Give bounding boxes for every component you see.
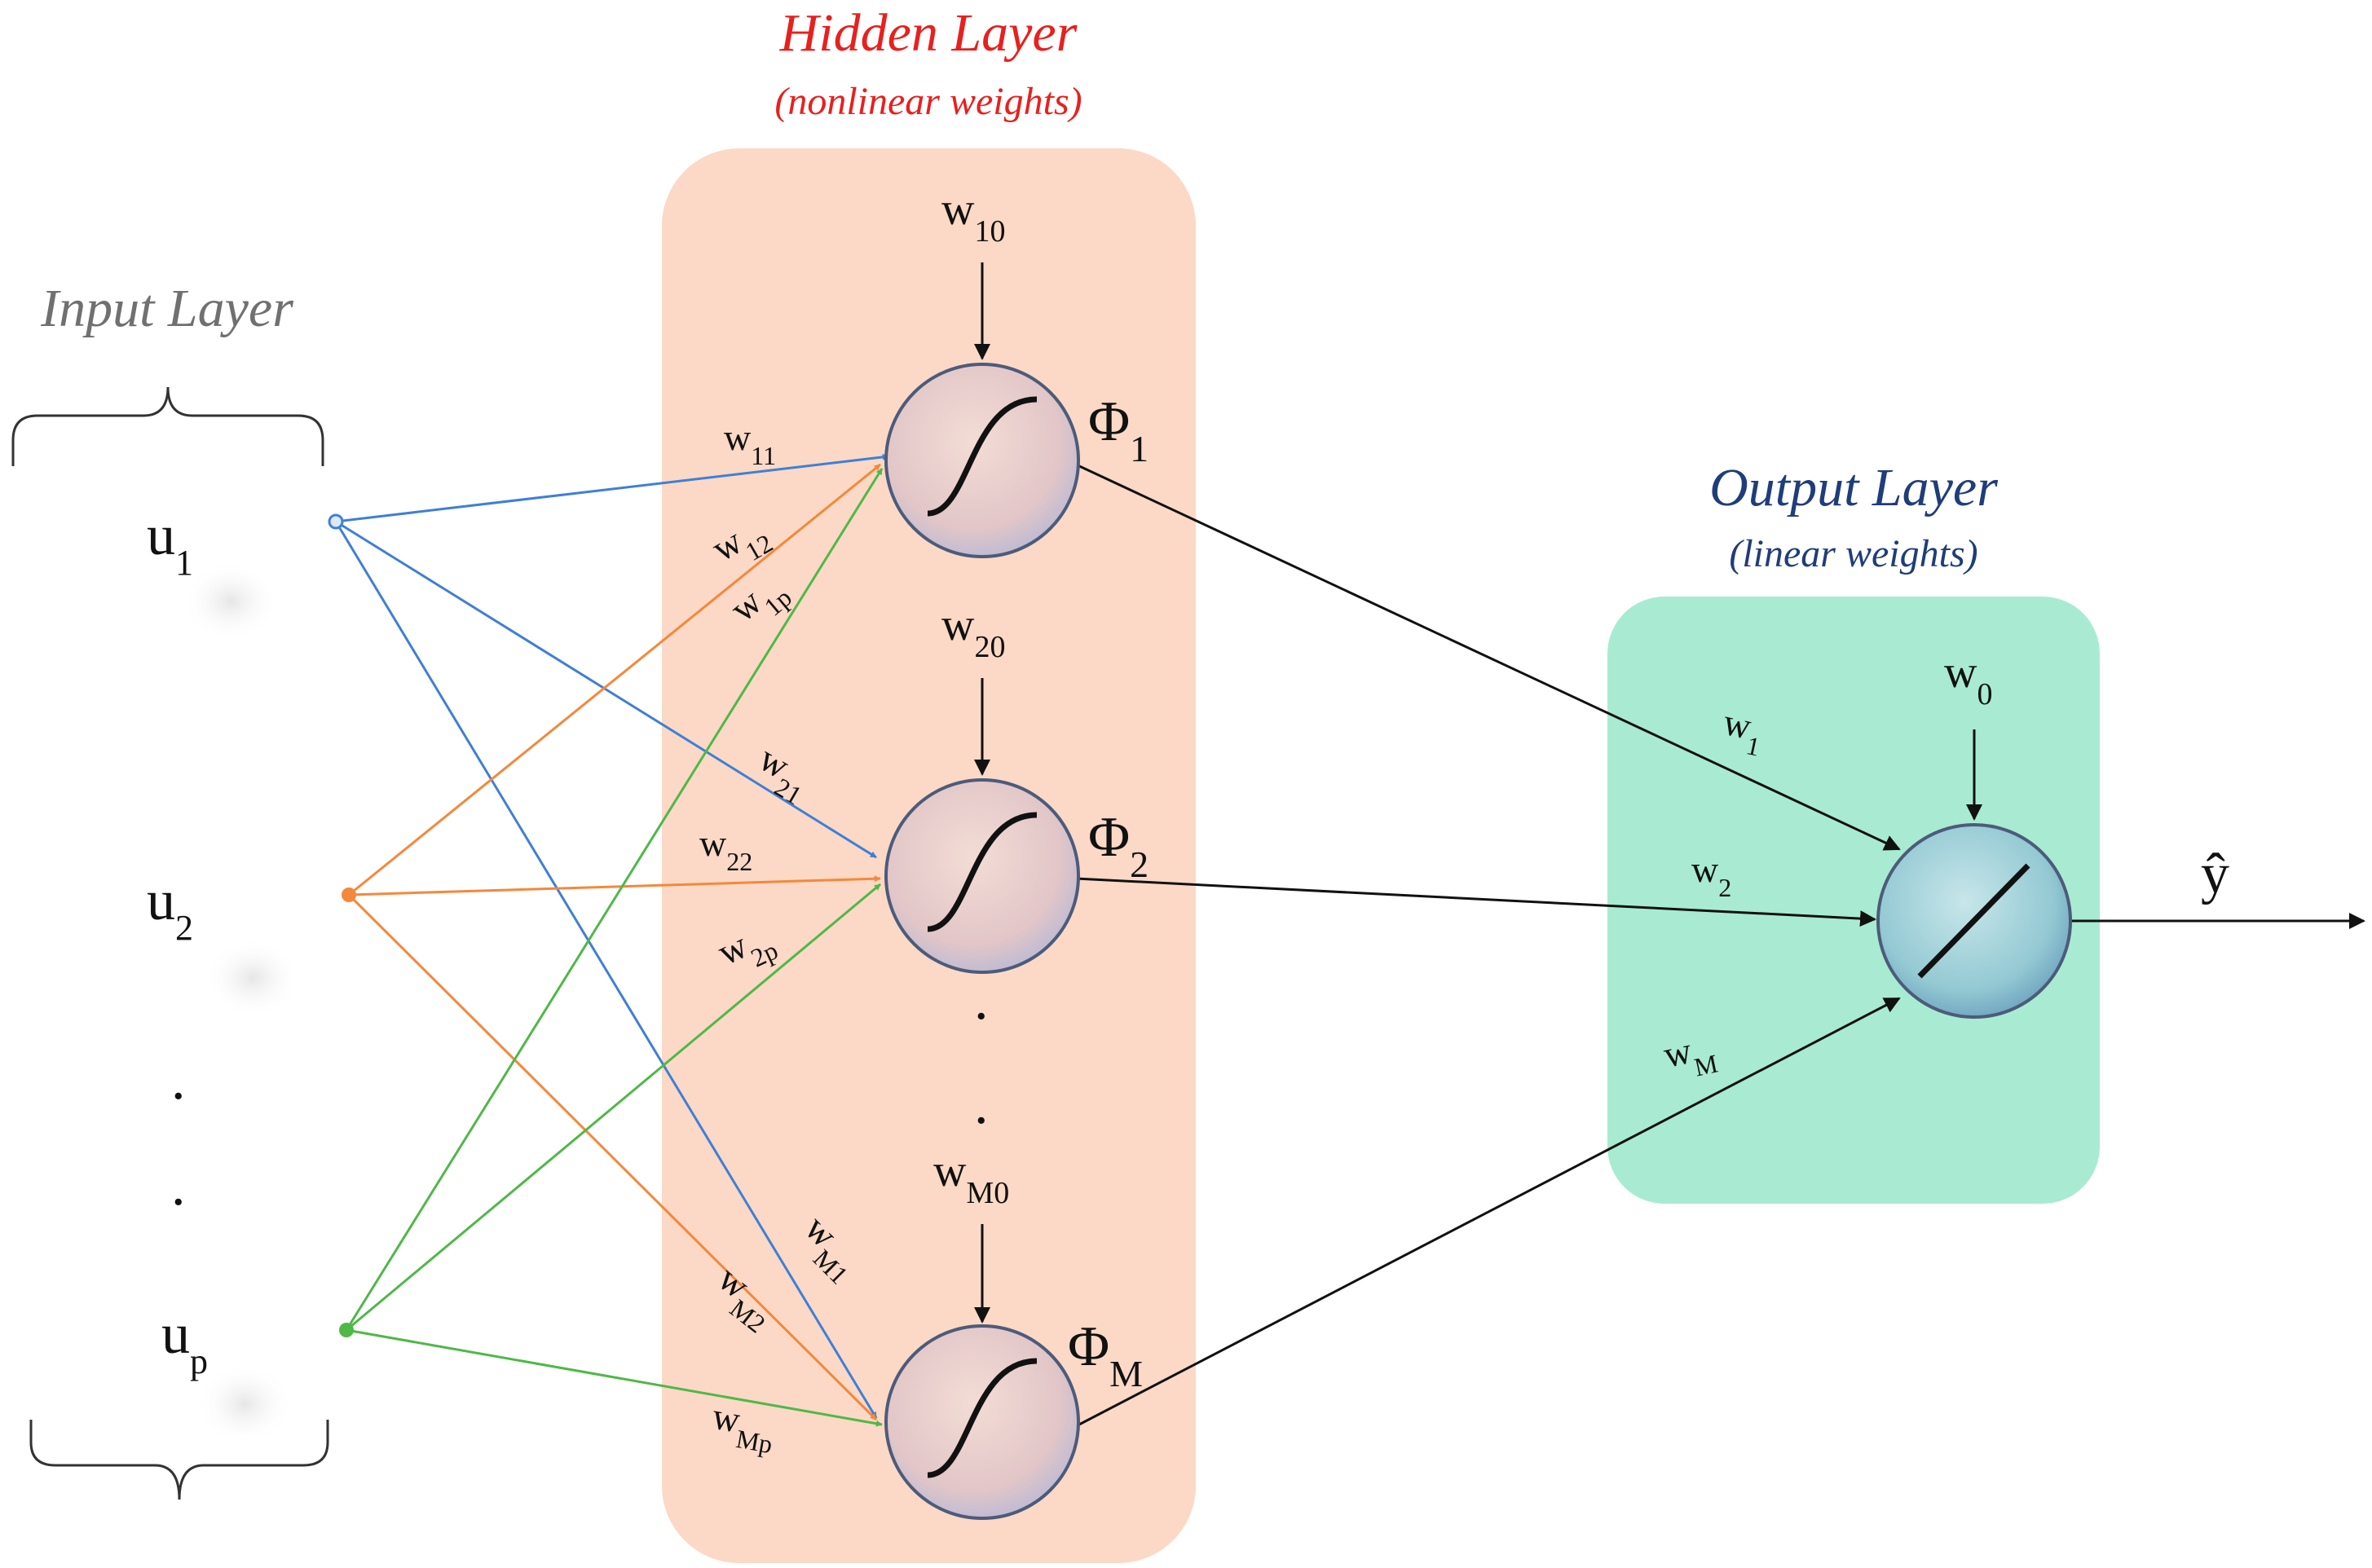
bias-label-w10: w10 [941, 184, 1005, 249]
edge-u2-phi1 [348, 463, 881, 896]
edge-u1-phi2 [335, 520, 877, 859]
input-node-u2 [342, 888, 356, 902]
hidden-layer-title: Hidden Layer [779, 3, 1078, 63]
input-layer-title: Input Layer [40, 279, 293, 338]
input-shadow-2 [204, 937, 302, 1019]
edge-u1-phiM [334, 521, 878, 1419]
hidden-node-M [884, 1324, 1080, 1520]
weight-label-w11: w11 [724, 416, 776, 470]
input-node-up [339, 1323, 354, 1337]
edge-phiM-out [1075, 997, 1901, 1428]
output-layer-title: Output Layer [1709, 458, 1998, 518]
weight-label-w22: w22 [699, 822, 752, 876]
edge-u2-phi2 [348, 875, 881, 896]
edge-up-phiM [346, 1328, 883, 1427]
sigmoid-icon [927, 812, 1038, 932]
input-label-u1: u1 [147, 504, 193, 583]
sigmoid-icon [927, 396, 1038, 517]
hidden-ellipsis-2: . [974, 1073, 989, 1136]
sigmoid-icon [927, 1358, 1038, 1478]
phi-label-1: Φ1 [1088, 390, 1149, 469]
input-label-u2: u2 [147, 870, 193, 948]
input-label-up: up [161, 1303, 208, 1381]
bias-label-w0: w0 [1944, 647, 1992, 711]
edge-u1-phi1 [335, 453, 889, 523]
hidden-node-2 [884, 778, 1080, 974]
edge-up-phi2 [346, 883, 881, 1332]
output-label-yhat: ŷ [2201, 843, 2229, 905]
input-brace-top [11, 386, 324, 466]
phi-label-M: ΦM [1068, 1315, 1143, 1394]
phi-label-2: Φ2 [1088, 806, 1149, 885]
output-layer-subtitle: (linear weights) [1729, 532, 1977, 575]
input-brace-bottom [29, 1420, 329, 1500]
bias-label-w20: w20 [941, 600, 1005, 664]
input-shadow-p [196, 1363, 293, 1445]
output-node [1876, 823, 2072, 1019]
hidden-layer-subtitle: (nonlinear weights) [774, 80, 1082, 123]
edge-up-phi1 [345, 468, 884, 1331]
edge-u2-phiM [347, 893, 878, 1421]
weight-label-wMp: wMp [708, 1395, 779, 1459]
input-node-u1 [328, 513, 344, 530]
edge-phi1-out [1075, 463, 1901, 851]
input-shadow-1 [182, 561, 280, 642]
linear-icon [1917, 863, 2030, 979]
input-ellipsis-1: . [171, 1049, 186, 1112]
output-layer-panel [1607, 597, 2100, 1204]
edge-phi2-out [1075, 877, 1876, 927]
hidden-node-1 [884, 363, 1080, 558]
weight-label-w2: w2 [1691, 848, 1731, 902]
hidden-ellipsis-1: . [974, 969, 989, 1032]
input-ellipsis-2: . [171, 1155, 186, 1218]
bias-label-wM0: wM0 [933, 1146, 1009, 1210]
